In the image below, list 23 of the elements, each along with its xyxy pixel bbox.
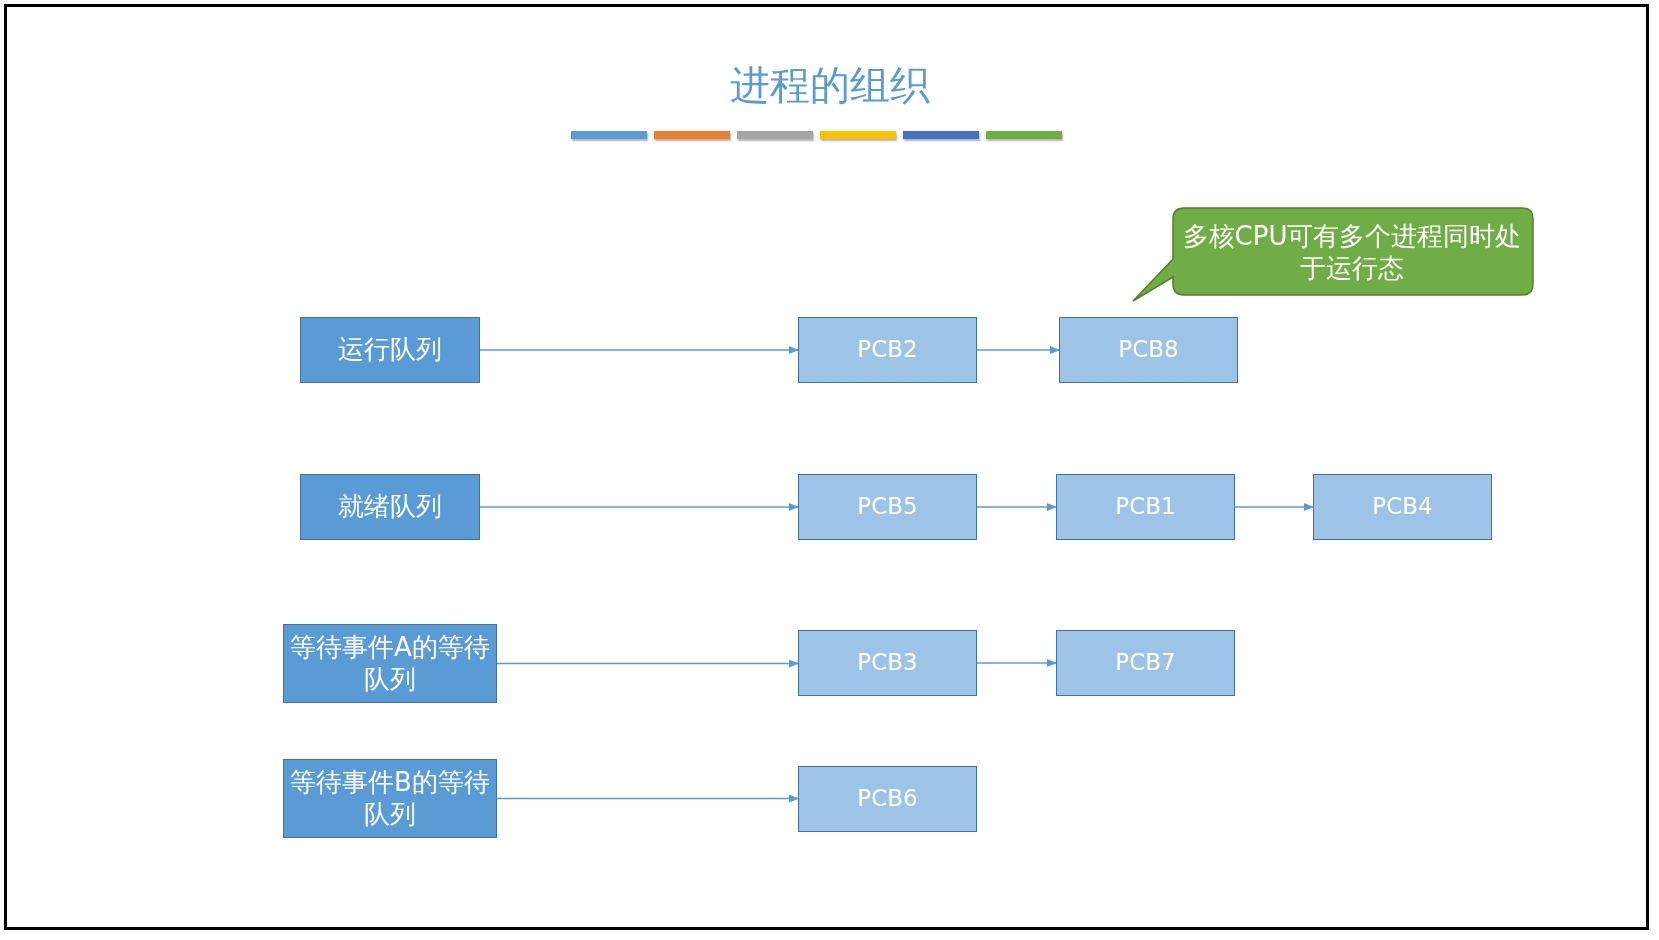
arrow [479,503,799,511]
pcb-box: PCB8 [1059,317,1238,383]
pcb-box: PCB6 [798,766,977,832]
queue-box: 就绪队列 [300,474,480,540]
pcb-box: PCB2 [798,317,977,383]
callout-text: 多核CPU可有多个进程同时处于运行态 [1181,219,1523,285]
queue-box: 等待事件A的等待队列 [283,624,497,703]
arrow [496,659,799,668]
speech-bubble [1132,207,1534,302]
arrow [479,346,799,354]
pcb-box: PCB1 [1056,474,1235,540]
pcb-box: PCB3 [798,630,977,696]
arrow [496,794,799,803]
queue-box: 等待事件B的等待队列 [283,759,497,838]
pcb-box: PCB7 [1056,630,1235,696]
arrow [976,346,1060,354]
arrow [976,659,1057,667]
pcb-box: PCB4 [1313,474,1492,540]
arrow [976,503,1057,511]
queue-box: 运行队列 [300,317,480,383]
arrow [1234,503,1314,511]
pcb-box: PCB5 [798,474,977,540]
slide-title: 进程的组织 [728,61,931,110]
